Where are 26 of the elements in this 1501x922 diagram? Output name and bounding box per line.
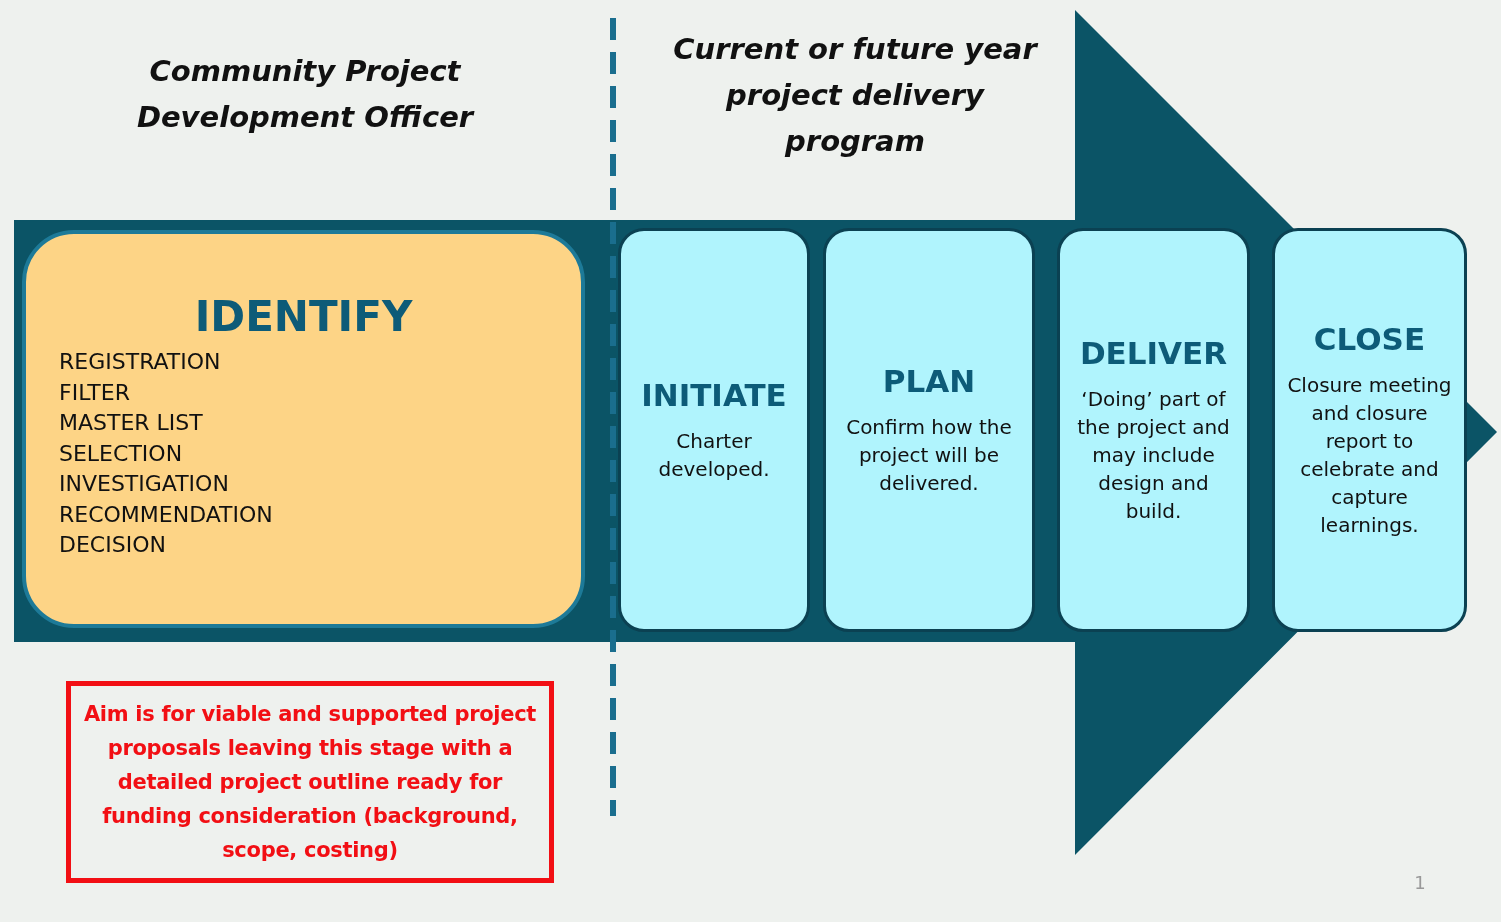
step-item: DECISION <box>59 532 166 557</box>
page-number: 1 <box>1413 871 1427 895</box>
stage-heading: PLAN <box>882 363 976 399</box>
stage-card <box>22 230 585 628</box>
step-item: RECOMMENDATION <box>59 501 273 527</box>
stage-description: ‘Doing’ part of the project and may include design and build. <box>1076 386 1231 525</box>
stage-heading: CLOSE <box>1313 321 1426 357</box>
stage-card <box>823 228 1035 632</box>
stage-heading: INITIATE <box>641 377 787 413</box>
note-text: Aim is for viable and supported project proposals leaving this stage with a detailed project outline ready for funding consideration (background, scope, costing) <box>82 701 538 864</box>
stage-card <box>618 228 810 632</box>
step-item: INVESTIGATION <box>59 471 229 496</box>
column-heading: Community Project Development Officer <box>135 53 476 136</box>
step-item: FILTER <box>59 379 130 405</box>
stage-description: Confirm how the project will be delivered. <box>845 414 1013 497</box>
column-heading: Current or future year project delivery program <box>672 31 1040 160</box>
step-item: MASTER LIST <box>59 410 203 435</box>
stage-description: Closure meeting and closure report to celebrate and capture learnings. <box>1286 372 1453 539</box>
stage-description: Charter developed. <box>657 428 771 483</box>
stage-card <box>1057 228 1250 632</box>
stage-heading: IDENTIFY <box>193 292 414 341</box>
stage-heading: DELIVER <box>1079 335 1228 371</box>
step-item: REGISTRATION <box>59 349 221 374</box>
stage-card <box>1272 228 1467 632</box>
note-box <box>66 681 554 883</box>
step-item: SELECTION <box>59 440 183 466</box>
